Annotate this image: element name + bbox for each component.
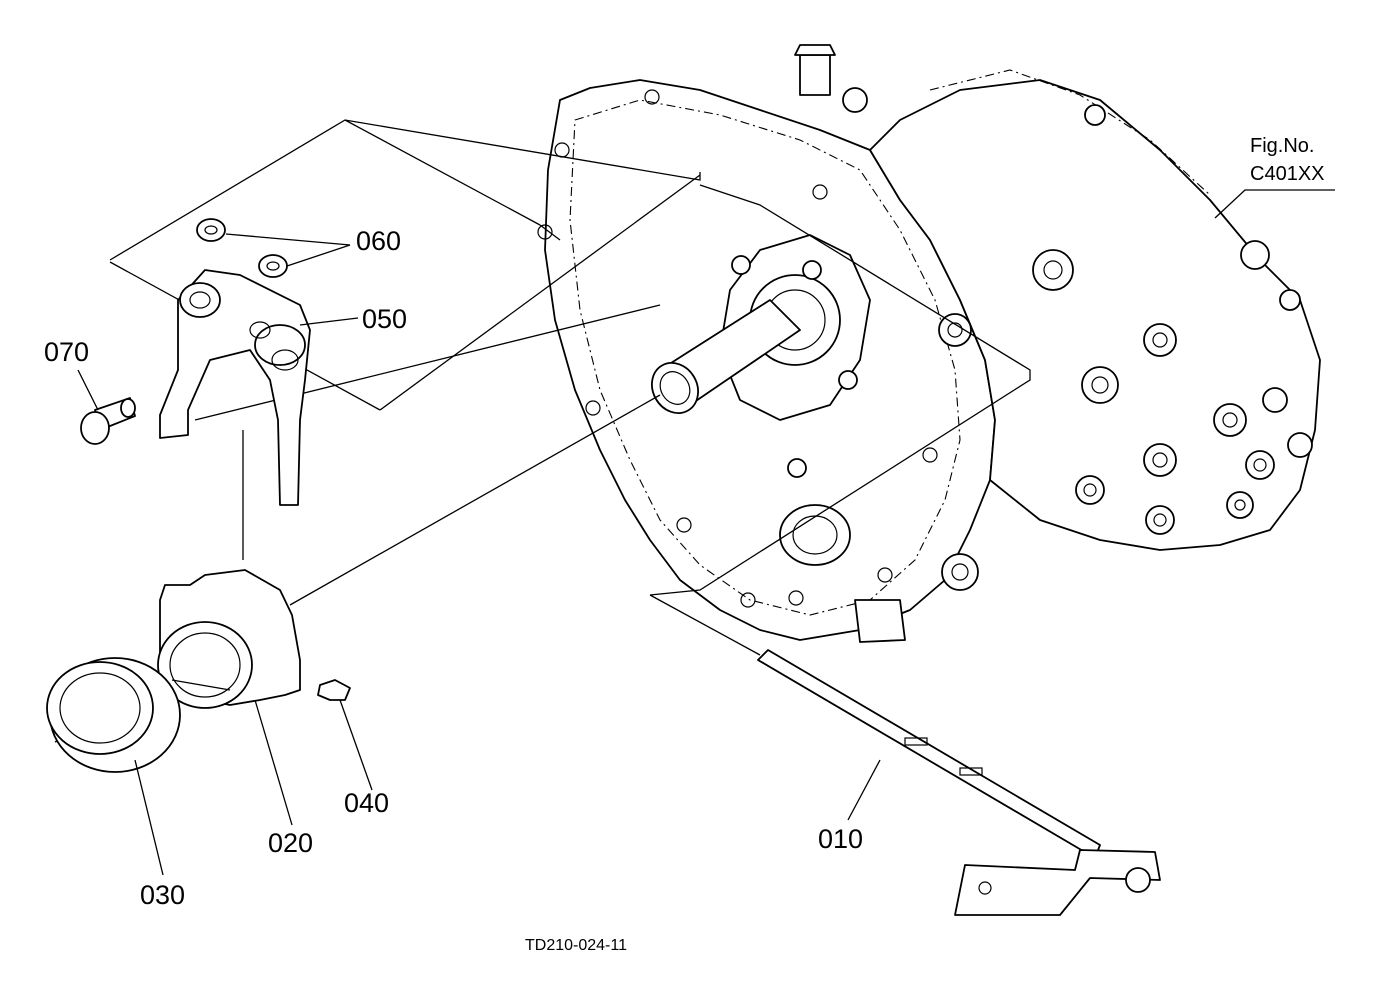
shift-fork-050 [159,269,311,506]
washer-060-lower [258,254,288,278]
callout-labels: 060 050 070 040 020 030 010 [44,226,863,910]
callout-070: 070 [44,337,89,367]
callout-040: 040 [344,788,389,818]
callout-020: 020 [268,828,313,858]
callout-010: 010 [818,824,863,854]
fig-no-label: Fig.No. [1250,135,1314,157]
callout-060: 060 [356,226,401,256]
bolt-070 [80,397,136,445]
release-bearing-020 [157,569,301,709]
fig-no-value: C401XX [1250,163,1325,185]
callout-leaders [77,189,1335,876]
assembly-lines [54,119,1031,743]
transmission-housing [537,44,1321,643]
washer-060-upper [196,218,226,242]
callout-050: 050 [362,304,407,334]
callout-030: 030 [140,880,185,910]
clip-040 [317,679,351,701]
shift-rod-010 [757,649,1161,916]
drawing-code: TD210-024-11 [525,937,627,954]
bearing-030 [46,657,181,773]
